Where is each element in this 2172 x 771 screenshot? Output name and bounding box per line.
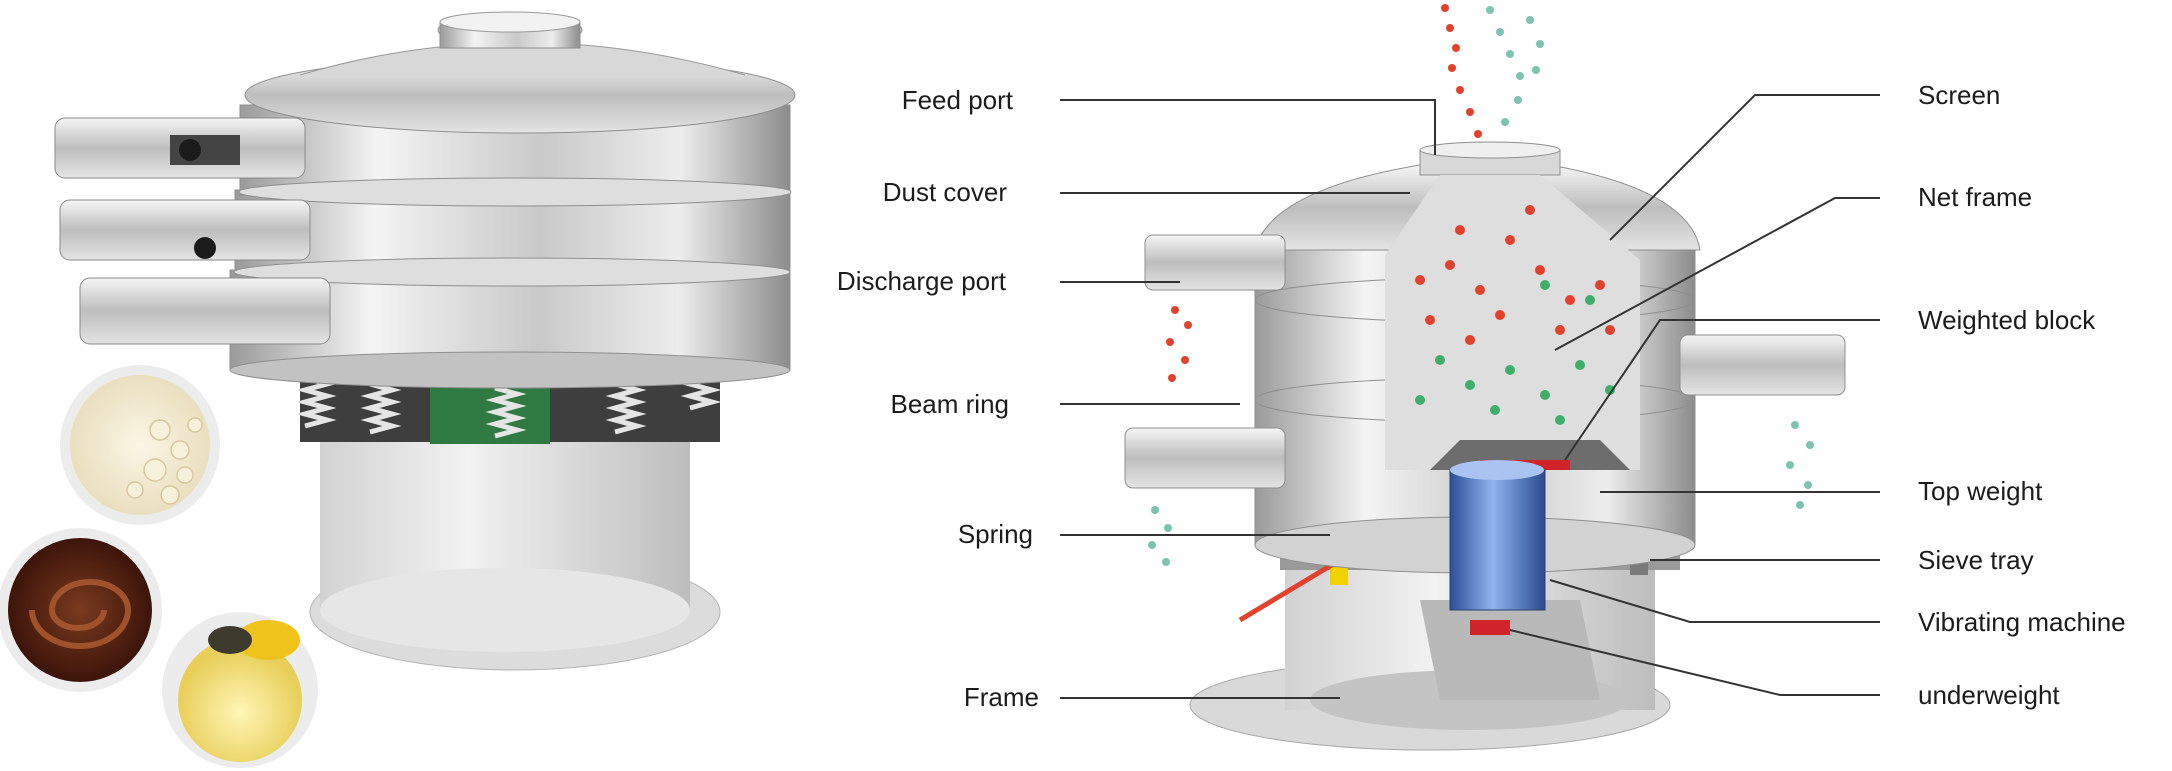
cutaway-diagram [1124, 4, 1846, 751]
label-net-frame: Net frame [1918, 182, 2032, 212]
label-vibrating-machine: Vibrating machine [1918, 607, 2126, 637]
leader-lines [1060, 94, 1880, 699]
label-underweight: underweight [1918, 680, 2060, 710]
leader-weighted-block [1564, 319, 1880, 461]
leader-vibrating-machine [1549, 579, 1880, 623]
chocolate-sample [0, 528, 162, 692]
label-weighted-block: Weighted block [1918, 305, 2096, 335]
machine-photo [54, 11, 796, 671]
machine-base [309, 410, 721, 671]
diagram-discharge-ports [1124, 234, 1846, 566]
label-spring: Spring [958, 519, 1033, 549]
label-sieve-tray: Sieve tray [1918, 545, 2034, 575]
diagram-interior [1385, 175, 1640, 635]
feed-particles [1441, 4, 1544, 138]
label-feed-port: Feed port [902, 85, 1014, 115]
label-beam-ring: Beam ring [891, 389, 1010, 419]
label-discharge-port: Discharge port [837, 266, 1007, 296]
label-frame: Frame [964, 682, 1039, 712]
leader-net-frame [1554, 197, 1880, 351]
labels-left: Feed port Dust cover Discharge port Beam… [837, 85, 1039, 712]
label-dust-cover: Dust cover [883, 177, 1008, 207]
milk-sample [60, 365, 220, 525]
label-screen: Screen [1918, 80, 2000, 110]
label-top-weight: Top weight [1918, 476, 2043, 506]
machine-spouts [54, 117, 331, 345]
leader-underweight [1509, 629, 1880, 696]
juice-sample [162, 612, 318, 768]
leader-feed-port [1060, 99, 1436, 155]
leader-screen [1609, 94, 1880, 241]
labels-right: Screen Net frame Weighted block Top weig… [1918, 80, 2126, 710]
diagram-frame [1189, 560, 1671, 751]
